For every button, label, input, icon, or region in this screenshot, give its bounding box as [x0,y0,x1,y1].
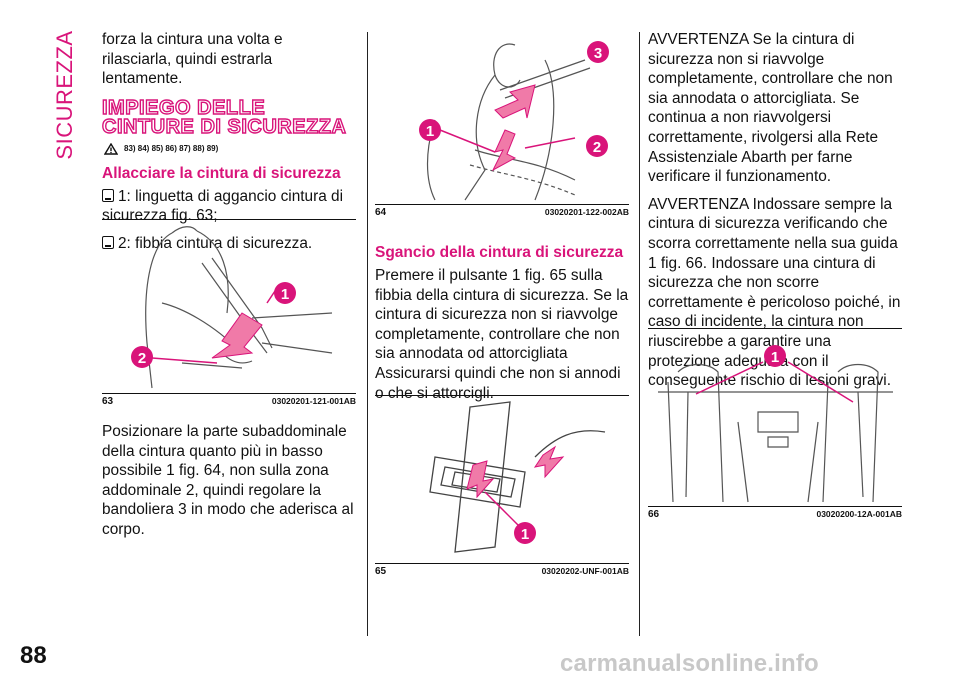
buckle-release-illustration: 1 [429,401,606,553]
warning-refs: 83) 84) 85) 86) 87) 88) 89) [104,142,356,155]
column-divider [639,32,640,636]
svg-text:3: 3 [594,45,602,62]
callout-1: 1 [514,522,536,544]
figure-number: 66 [648,509,660,520]
svg-text:1: 1 [521,526,529,543]
body-text: Premere il pulsante 1 fig. 65 sulla fibb… [375,267,629,402]
callout-2: 2 [131,346,153,368]
figure-code: 03020201-122-002AB [544,207,629,217]
watermark: carmanualsonline.info [560,650,819,677]
svg-text:2: 2 [593,139,601,156]
intro-text: forza la cintura una volta e rilasciarla… [102,31,283,88]
figure-number: 65 [375,566,387,577]
column-3: AVVERTENZA Se la cintura di sicurezza no… [648,30,902,399]
warning-paragraph: AVVERTENZA Indossare sempre la cintura d… [648,195,901,390]
callout-2: 2 [586,135,608,157]
figure-number: 63 [102,396,114,407]
callout-1: 1 [764,345,786,367]
bullet-icon [102,188,114,202]
seatbelt-positioning-illustration: 3 1 2 [419,41,609,201]
page-number: 88 [20,642,47,669]
section-side-tab: SICUREZZA [52,30,77,160]
column-1-lower: Posizionare la parte subaddominale della… [102,422,356,548]
figure-code: 03020202-UNF-001AB [541,566,629,576]
figure-65: 1 65 03020202-UNF-001AB [375,395,629,585]
callout-3: 3 [587,41,609,63]
svg-text:2: 2 [138,350,146,367]
subheading-fasten: Allacciare la cintura di sicurezza [102,164,341,182]
callout-1: 1 [419,119,441,141]
figure-63: 1 2 63 03020201-121-001AB [102,219,356,409]
subheading-release: Sgancio della cintura di sicurezza [375,244,624,261]
warning-triangle-icon [104,142,118,155]
list-item: 2: fibbia cintura di sicurezza. [102,234,356,254]
figure-code: 03020200-12A-001AB [816,509,902,519]
list-item: 1: linguetta di aggancio cintura di sicu… [102,187,344,225]
callout-1: 1 [274,282,296,304]
figure-code: 03020201-121-001AB [271,396,356,406]
column-1: forza la cintura una volta e rilasciarla… [101,30,356,262]
column-2-text: Sgancio della cintura di sicurezza Preme… [375,238,629,411]
body-text: Posizionare la parte subaddominale della… [102,423,354,538]
belt-guide-illustration: 1 [658,345,893,503]
seatbelt-buckle-illustration: 1 2 [131,226,333,389]
figure-number: 64 [375,207,387,218]
svg-text:1: 1 [426,123,434,140]
warning-paragraph: AVVERTENZA Se la cintura di sicurezza no… [648,31,893,186]
svg-text:1: 1 [281,286,289,303]
column-divider [367,32,368,636]
figure-66: 1 66 03020200-12A-001AB [648,328,902,528]
section-title: IMPIEGO DELLE CINTURE DI SICUREZZA [101,96,347,138]
svg-text:1: 1 [771,349,779,366]
bullet-icon [102,235,114,249]
figure-64: 3 1 2 64 03020201-122-002AB [375,30,629,226]
